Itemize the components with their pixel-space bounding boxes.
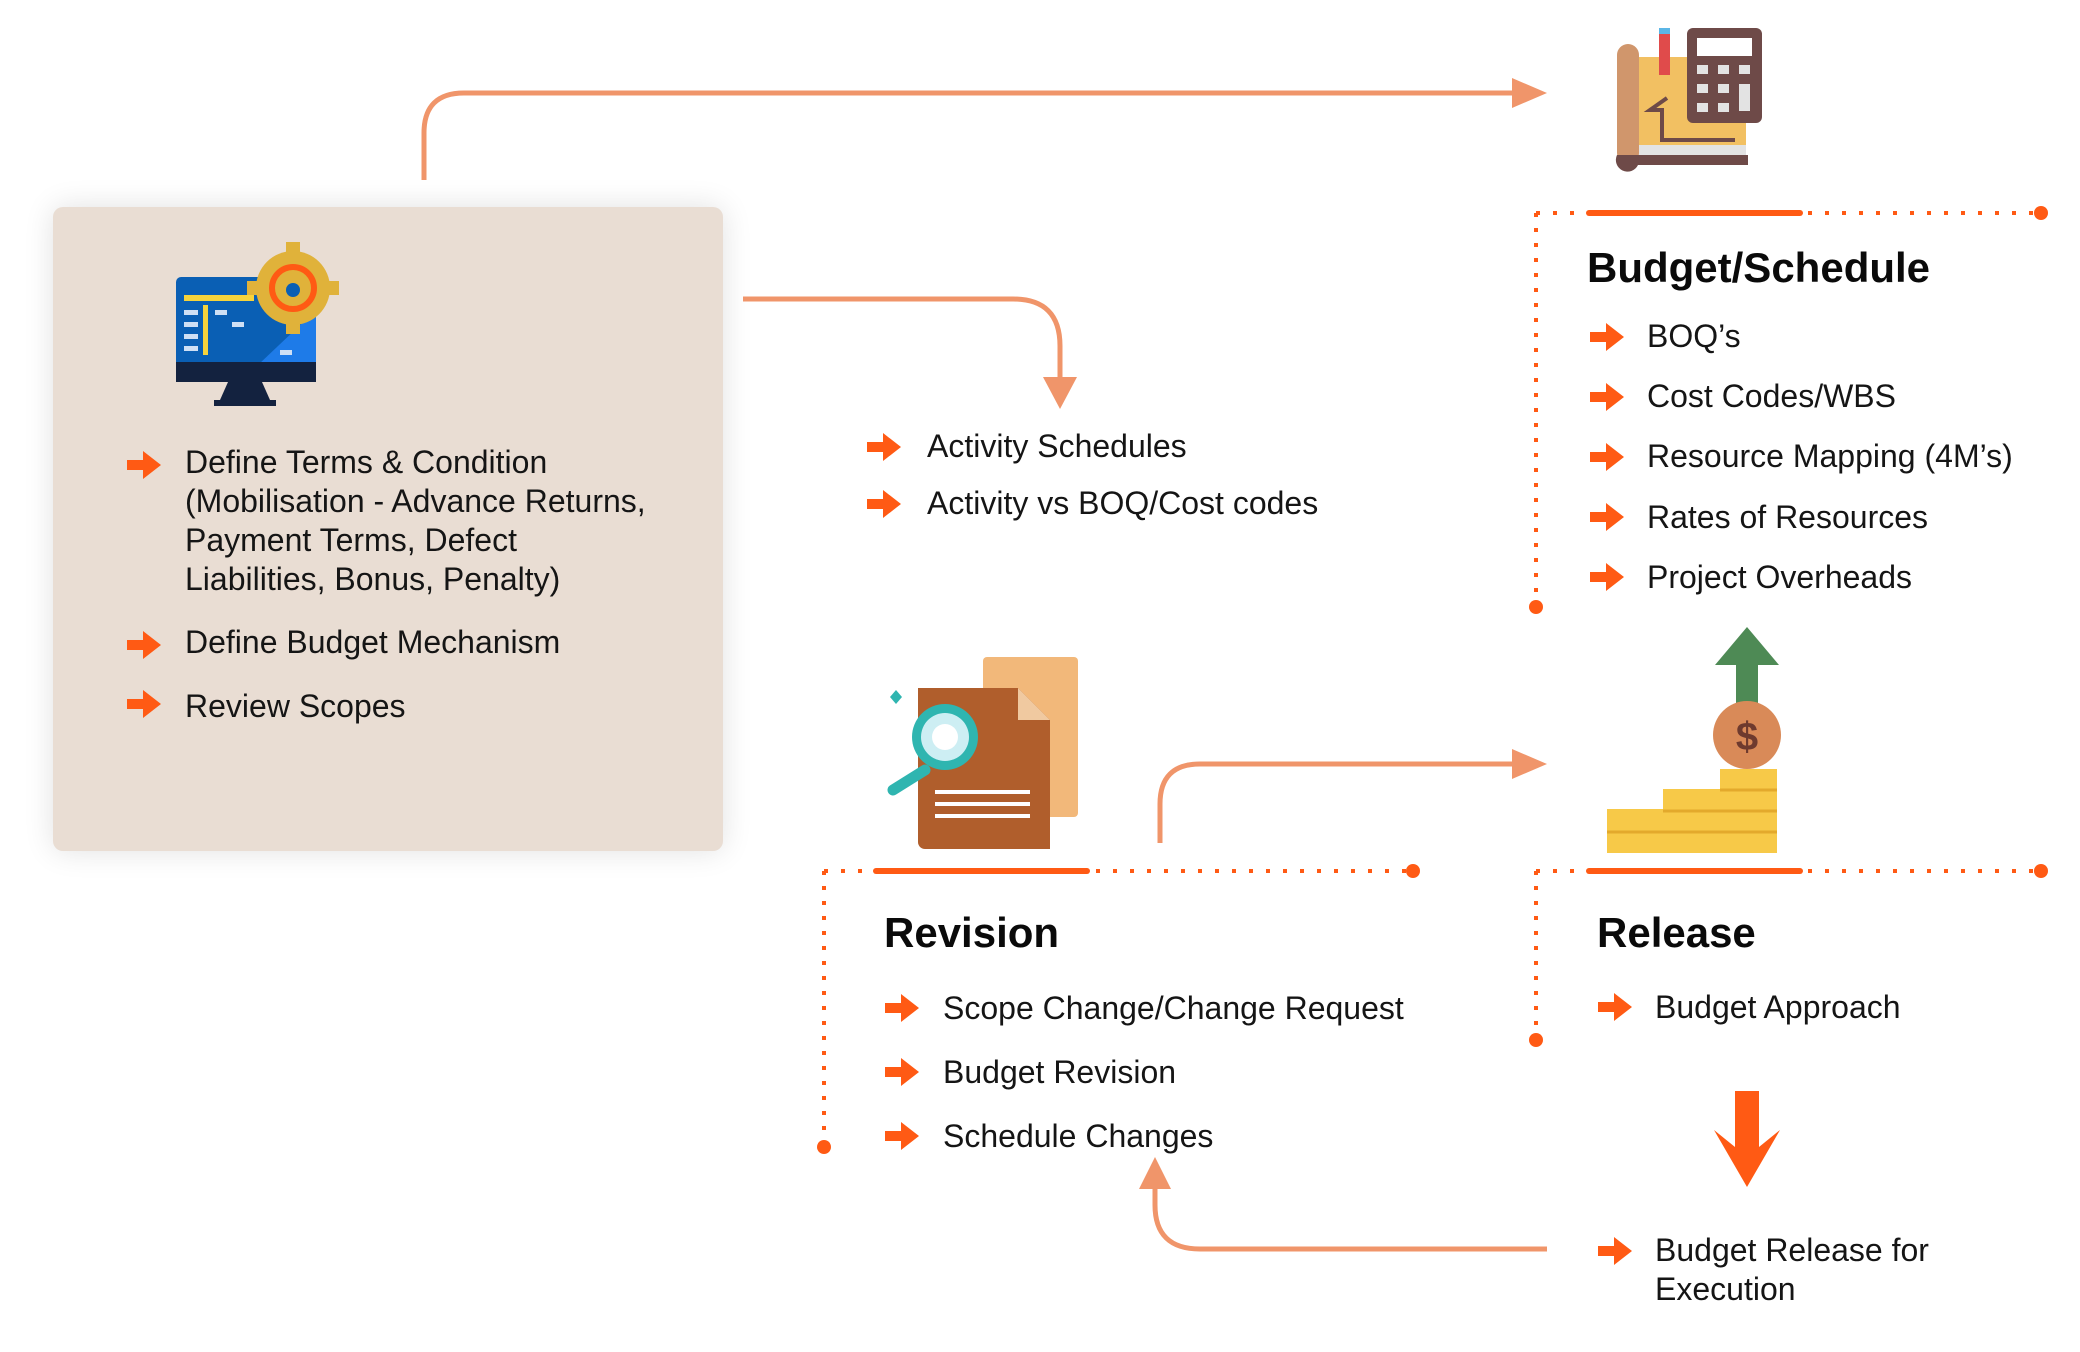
money-growth-icon: $ bbox=[1607, 627, 1781, 853]
definition-item: Define Terms & Condition bbox=[185, 444, 548, 480]
arrow-bullet-icon bbox=[127, 451, 161, 479]
arrow-bullet-icon bbox=[1590, 383, 1624, 411]
release-final-item: Budget Release for bbox=[1655, 1232, 1929, 1268]
arrow-bullet-icon bbox=[1590, 443, 1624, 471]
revision-item: Scope Change/Change Request bbox=[943, 990, 1404, 1026]
arrowhead-icon bbox=[1139, 1157, 1171, 1189]
budget-item: BOQ’s bbox=[1647, 318, 1741, 354]
dollar-icon: $ bbox=[1736, 715, 1758, 759]
connector-to-activities bbox=[743, 296, 1063, 380]
arrow-bullet-icon bbox=[1590, 503, 1624, 531]
arrow-bullet-icon bbox=[867, 433, 901, 461]
document-search-icon bbox=[887, 657, 1078, 849]
arrowhead-icon bbox=[1512, 749, 1547, 779]
definition-item-line: Payment Terms, Defect bbox=[185, 522, 517, 558]
arrow-bullet-icon bbox=[1598, 993, 1632, 1021]
release-title: Release bbox=[1597, 909, 1756, 956]
computer-gear-icon bbox=[176, 242, 339, 406]
activity-item: Activity Schedules bbox=[927, 428, 1187, 464]
definition-item: Review Scopes bbox=[185, 688, 406, 724]
arrow-bullet-icon bbox=[1590, 563, 1624, 591]
revision-title: Revision bbox=[884, 909, 1060, 956]
arrow-bullet-icon bbox=[127, 690, 161, 718]
arrow-bullet-icon bbox=[885, 1058, 919, 1086]
budget-item: Resource Mapping (4M’s) bbox=[1647, 438, 2013, 474]
activity-item: Activity vs BOQ/Cost codes bbox=[927, 485, 1319, 521]
arrow-bullet-icon bbox=[885, 1122, 919, 1150]
definition-item: Define Budget Mechanism bbox=[185, 624, 561, 660]
arrow-bullet-icon bbox=[127, 631, 161, 659]
connector-to-release bbox=[1157, 761, 1515, 843]
connector-to-revision bbox=[1152, 1185, 1547, 1252]
budget-item: Rates of Resources bbox=[1647, 499, 1929, 535]
down-arrow-icon bbox=[1714, 1091, 1780, 1187]
arrow-bullet-icon bbox=[885, 994, 919, 1022]
budget-schedule-title: Budget/Schedule bbox=[1587, 244, 1931, 291]
arrow-bullet-icon bbox=[1598, 1237, 1632, 1265]
arrowhead-icon bbox=[1512, 78, 1547, 108]
connector-to-budget bbox=[421, 90, 1515, 180]
arrow-bullet-icon bbox=[1590, 323, 1624, 351]
arrowhead-icon bbox=[1043, 377, 1077, 409]
revision-item: Budget Revision bbox=[943, 1054, 1177, 1090]
release-final-item-line: Execution bbox=[1655, 1271, 1796, 1307]
budget-item: Cost Codes/WBS bbox=[1647, 378, 1896, 414]
revision-item: Schedule Changes bbox=[943, 1118, 1214, 1154]
definition-item-line: (Mobilisation - Advance Returns, bbox=[185, 483, 646, 519]
arrow-bullet-icon bbox=[867, 490, 901, 518]
release-item: Budget Approach bbox=[1655, 989, 1901, 1025]
definition-card bbox=[53, 207, 723, 851]
blueprint-calculator-icon bbox=[1615, 28, 1762, 172]
definition-item-line: Liabilities, Bonus, Penalty) bbox=[185, 561, 561, 597]
budget-item: Project Overheads bbox=[1647, 559, 1913, 595]
